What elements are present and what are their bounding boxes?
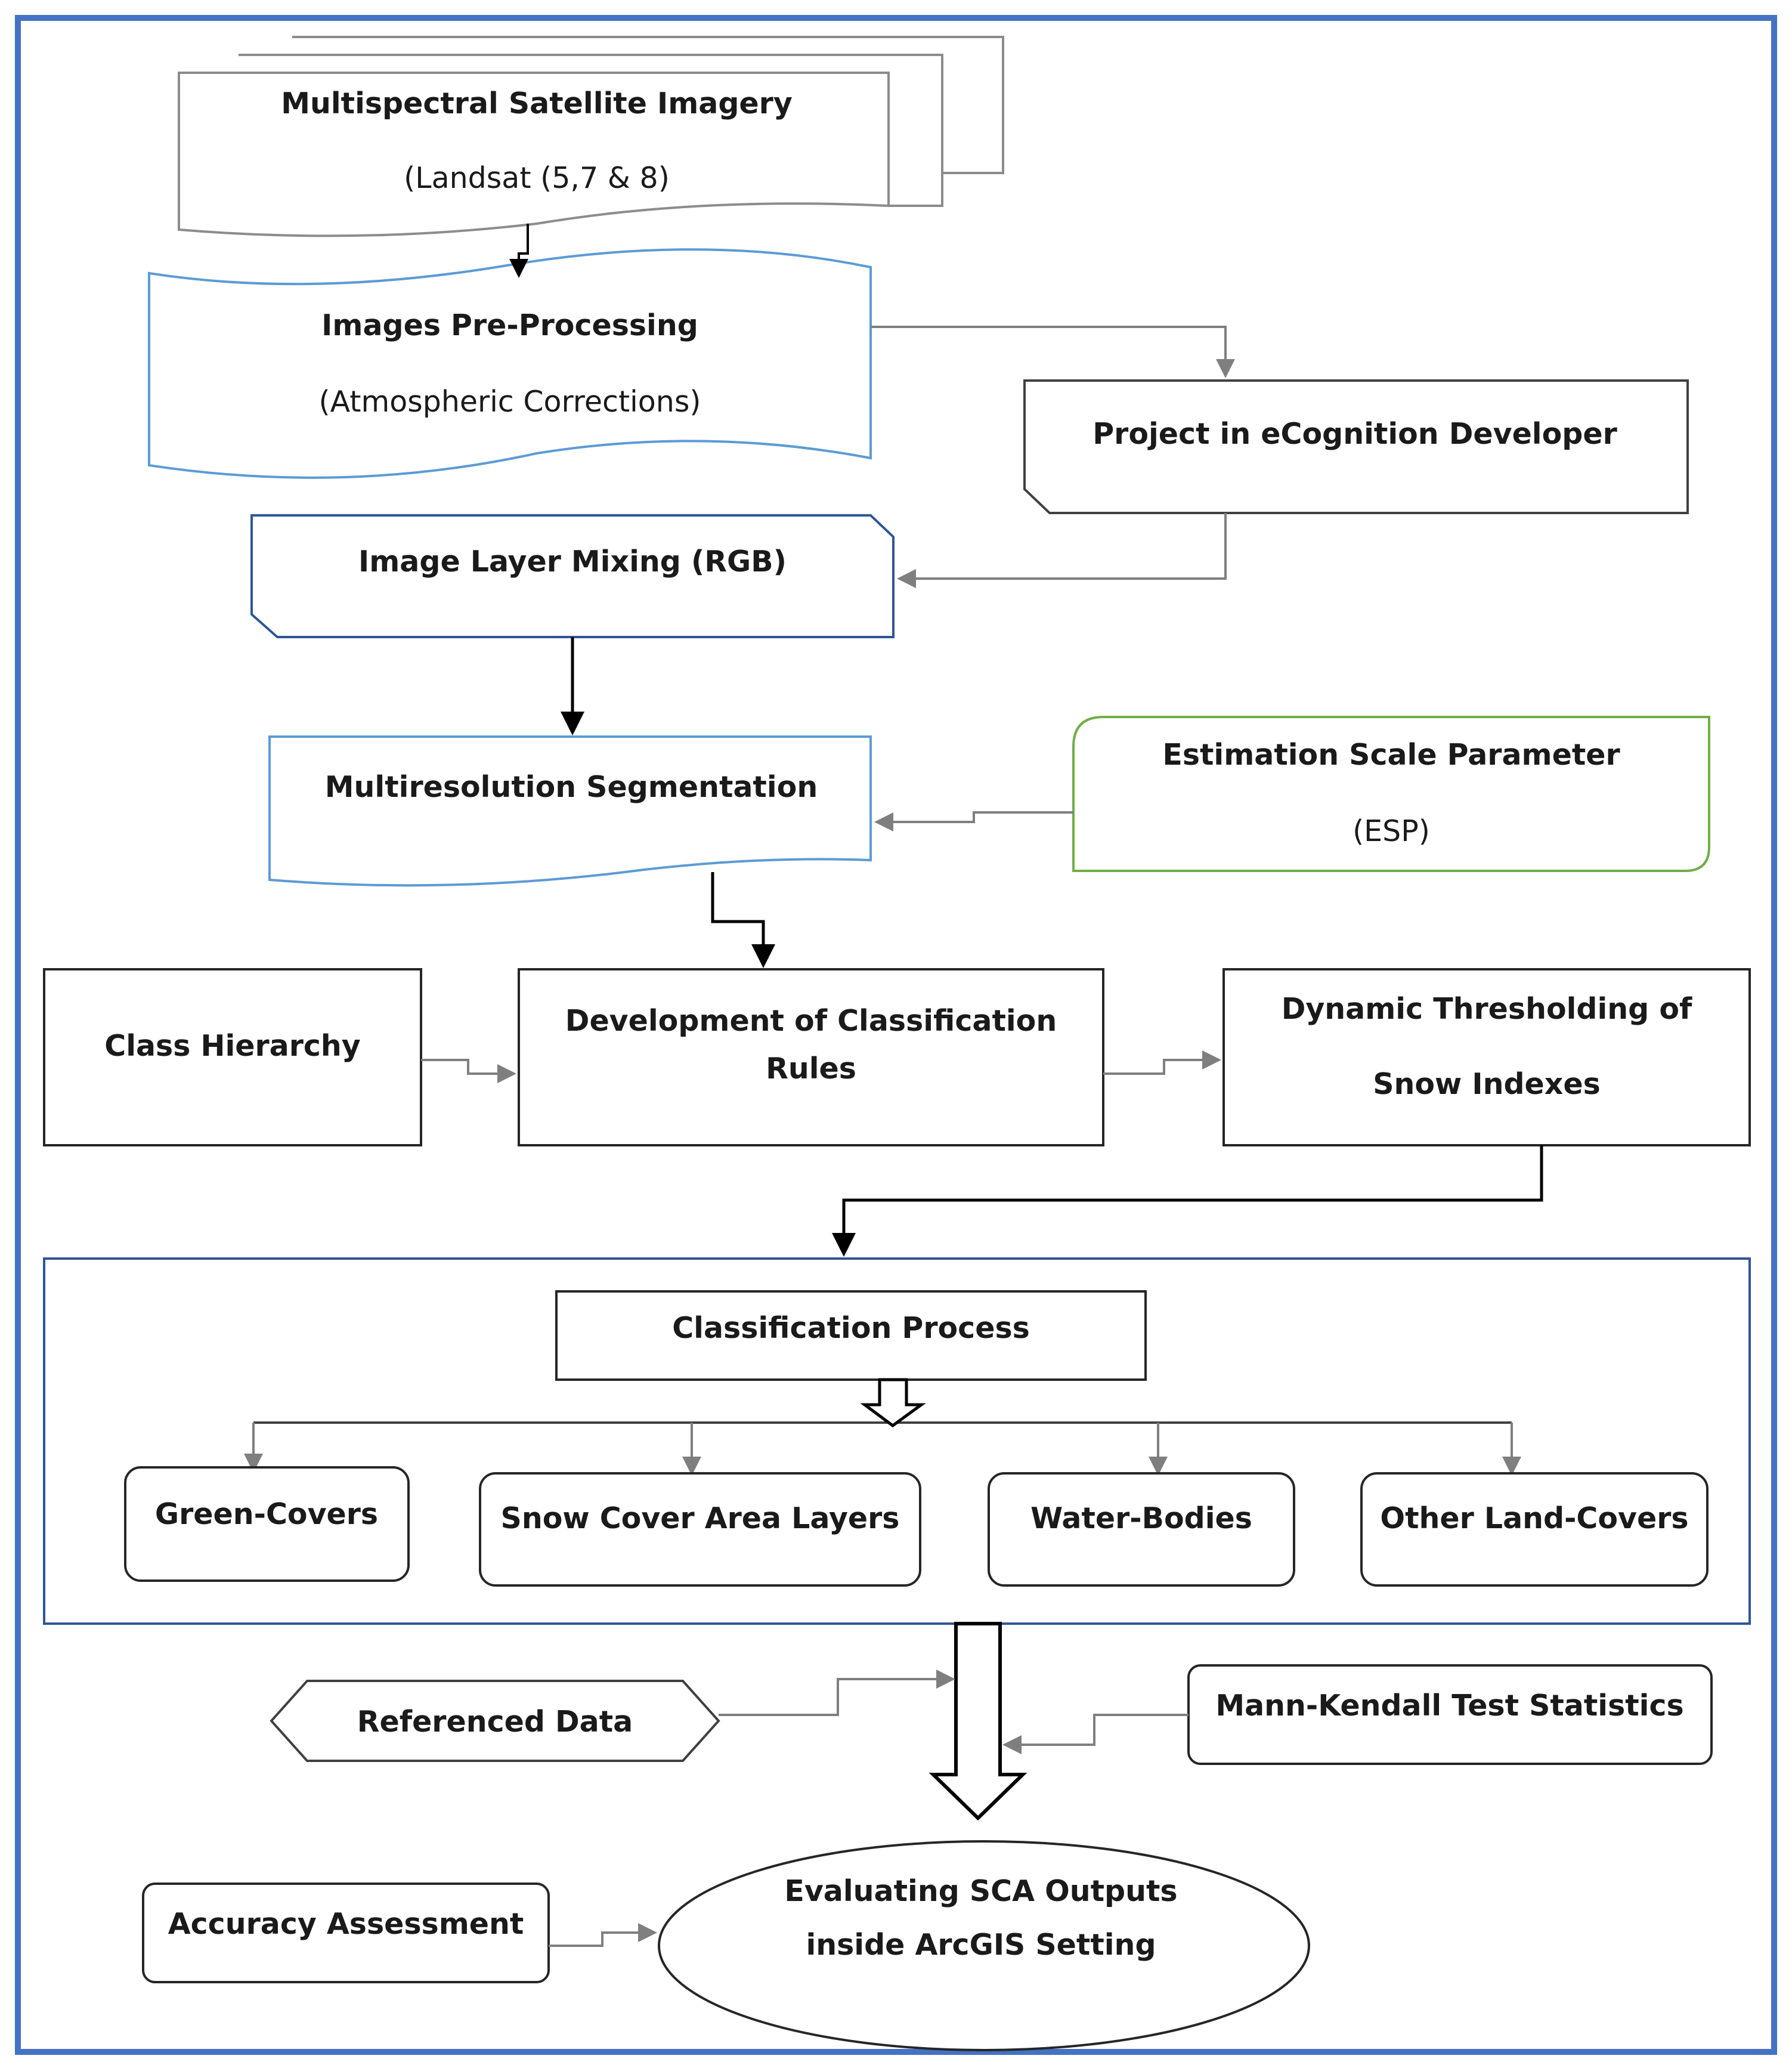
connector-imagery-preprocessing [509, 224, 529, 278]
connector-accuracy-evaluating [549, 1923, 657, 1947]
imagery-subtitle: (Landsat (5,7 & 8) [404, 161, 670, 195]
layer-mixing-title: Image Layer Mixing (RGB) [358, 545, 787, 579]
class-hierarchy-title: Class Hierarchy [104, 1029, 361, 1063]
classification-rules-line2: Rules [766, 1052, 856, 1086]
connector-hierarchy-rules [421, 1059, 516, 1083]
node-segmentation: Multiresolution Segmentation [268, 735, 872, 887]
esp-title: Estimation Scale Parameter [1162, 738, 1620, 772]
node-class-hierarchy: Class Hierarchy [43, 968, 422, 1146]
class-hierarchy-box [43, 968, 422, 1146]
node-layer-mixing: Image Layer Mixing (RGB) [250, 514, 895, 638]
mann-kendall-title: Mann-Kendall Test Statistics [1215, 1689, 1683, 1723]
connector-rules-thresholding [1103, 1050, 1221, 1075]
connector-referenced-arrow [719, 1670, 955, 1716]
node-mann-kendall: Mann-Kendall Test Statistics [1187, 1664, 1713, 1765]
classification-rules-box [518, 968, 1104, 1146]
node-referenced-data: Referenced Data [270, 1680, 720, 1762]
ecognition-title: Project in eCognition Developer [1092, 417, 1617, 451]
imagery-doc-front [178, 72, 890, 237]
ecognition-shape [1023, 379, 1689, 514]
preprocessing-subtitle: (Atmospheric Corrections) [319, 385, 701, 419]
green-covers-box [124, 1466, 410, 1582]
node-other-land: Other Land-Covers [1360, 1472, 1709, 1587]
other-land-box [1360, 1472, 1709, 1587]
esp-shape [1072, 716, 1710, 872]
connector-segmentation-rules [711, 872, 775, 968]
layer-mixing-shape [250, 514, 895, 638]
referenced-data-title: Referenced Data [357, 1705, 633, 1739]
node-imagery: Multispectral Satellite Imagery (Landsat… [178, 36, 1004, 237]
evaluating-line1: Evaluating SCA Outputs [784, 1874, 1177, 1908]
preprocessing-title: Images Pre-Processing [321, 308, 698, 342]
node-evaluating: Evaluating SCA Outputs inside ArcGIS Set… [658, 1840, 1310, 2051]
snow-cover-box [479, 1472, 921, 1587]
accuracy-title: Accuracy Assessment [168, 1907, 524, 1941]
connector-mannkendall-arrow [1002, 1714, 1189, 1754]
process-hollow-arrow [860, 1378, 926, 1428]
node-preprocessing: Images Pre-Processing (Atmospheric Corre… [148, 248, 872, 479]
esp-subtitle: (ESP) [1352, 814, 1430, 848]
referenced-data-shape [270, 1680, 720, 1762]
other-land-title: Other Land-Covers [1380, 1501, 1688, 1535]
water-bodies-box [988, 1472, 1295, 1587]
node-thresholding: Dynamic Thresholding of Snow Indexes [1222, 968, 1751, 1146]
segmentation-title: Multiresolution Segmentation [325, 770, 818, 804]
node-classification-process: Classification Process [555, 1290, 1147, 1381]
thresholding-box [1222, 968, 1751, 1146]
segmentation-shape [268, 735, 872, 887]
evaluation-hollow-arrow [929, 1622, 1027, 1821]
water-bodies-title: Water-Bodies [1030, 1501, 1252, 1535]
node-accuracy: Accuracy Assessment [142, 1883, 550, 1983]
accuracy-box [142, 1883, 550, 1983]
classification-process-title: Classification Process [672, 1311, 1030, 1345]
connector-thresholding-group [832, 1145, 1543, 1257]
preprocessing-shape [148, 248, 872, 479]
classification-group [43, 1257, 1751, 1625]
node-ecognition: Project in eCognition Developer [1023, 379, 1689, 514]
imagery-title: Multispectral Satellite Imagery [281, 86, 793, 120]
connector-ecognition-layermixing [897, 513, 1227, 588]
outer-frame [15, 15, 1777, 2055]
node-snow-cover: Snow Cover Area Layers [479, 1472, 921, 1587]
evaluating-line2: inside ArcGIS Setting [806, 1928, 1156, 1962]
thresholding-line1: Dynamic Thresholding of [1282, 992, 1692, 1026]
connector-preprocessing-ecognition [871, 326, 1235, 378]
node-esp: Estimation Scale Parameter (ESP) [1072, 716, 1710, 872]
green-covers-title: Green-Covers [155, 1497, 378, 1531]
node-classification-rules: Development of Classification Rules [518, 968, 1104, 1146]
node-green-covers: Green-Covers [124, 1466, 410, 1582]
node-water-bodies: Water-Bodies [988, 1472, 1295, 1587]
classification-process-box [555, 1290, 1147, 1381]
connector-esp-segmentation [874, 811, 1073, 832]
evaluating-ellipse [658, 1840, 1310, 2051]
thresholding-line2: Snow Indexes [1373, 1067, 1601, 1101]
classification-rules-line1: Development of Classification [565, 1004, 1057, 1038]
snow-cover-title: Snow Cover Area Layers [501, 1501, 900, 1535]
